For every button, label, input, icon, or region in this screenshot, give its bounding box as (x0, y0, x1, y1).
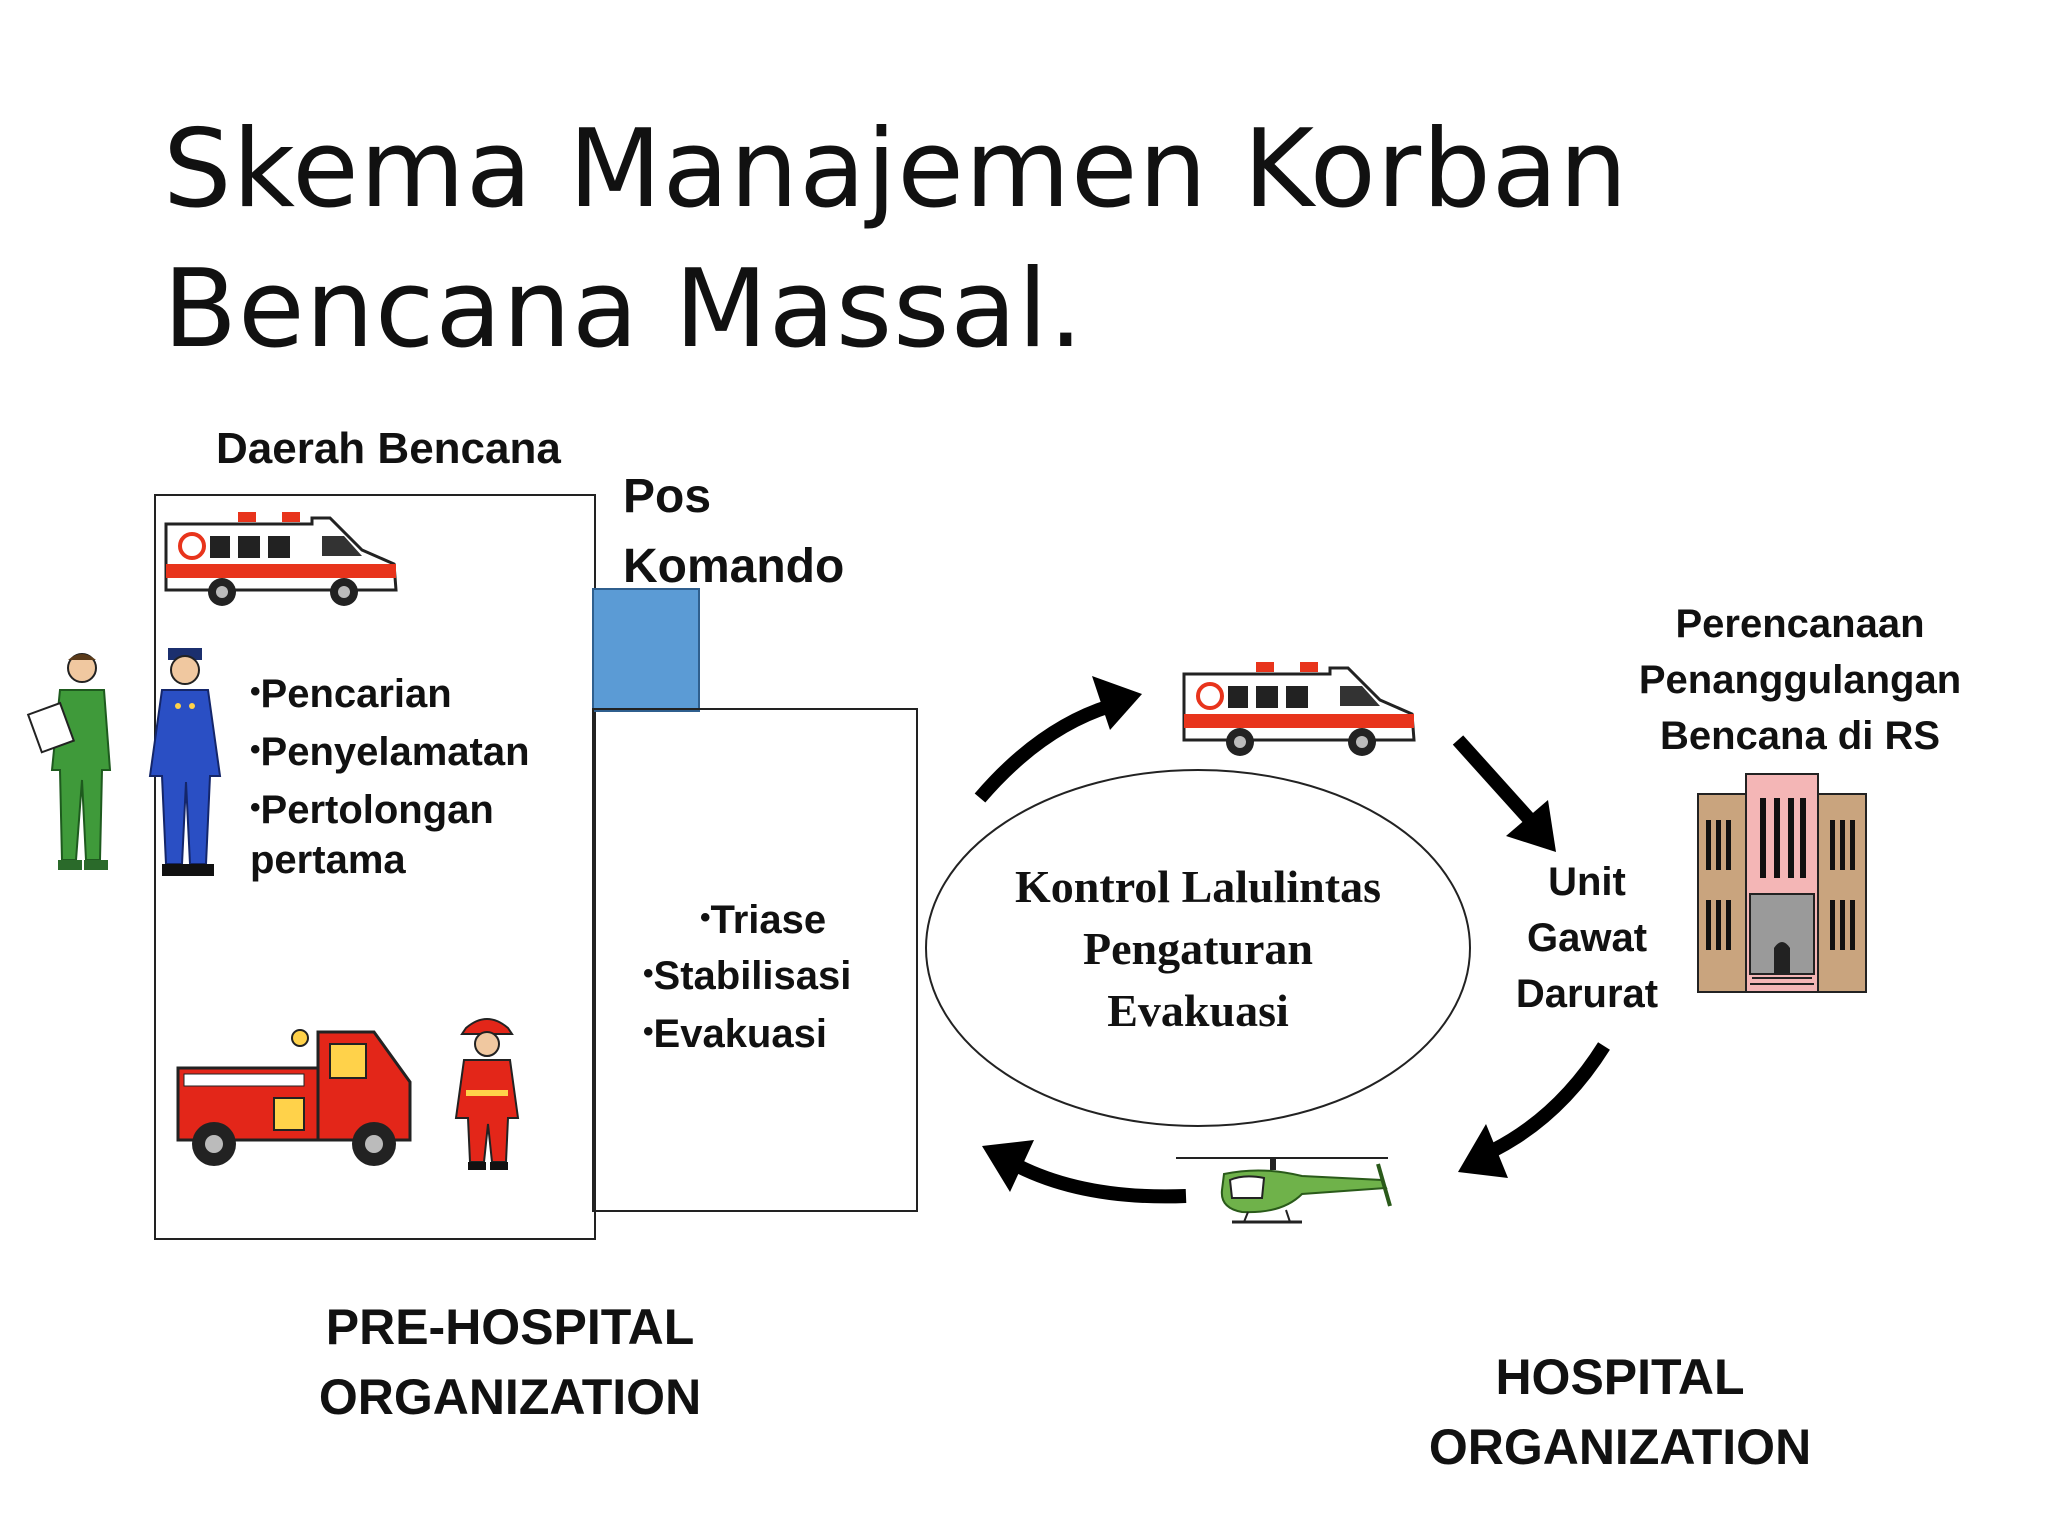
emergency-unit-line-2: Gawat (1526, 916, 1648, 960)
arrow-to-helicopter (1458, 1042, 1610, 1178)
traffic-control-line-3: Evakuasi (1107, 985, 1289, 1036)
ambulance-icon (164, 512, 398, 606)
command-post-bullet-triase: Triase (700, 890, 827, 948)
command-post-bullets: Stabilisasi Evakuasi (643, 946, 852, 1062)
police-officer-icon (148, 648, 222, 876)
bullet-stabilisasi: Stabilisasi (643, 946, 852, 1004)
command-post-box (592, 708, 918, 1212)
command-post-label-line-2: Komando (623, 540, 845, 593)
command-post-square (592, 588, 700, 712)
arrow-to-ambulance (974, 676, 1142, 803)
hospital-plan-line-1: Perencanaan (1675, 602, 1925, 646)
emergency-unit-label: Unit Gawat Darurat (1492, 854, 1682, 1022)
bullet-evakuasi: Evakuasi (643, 1004, 851, 1062)
arrow-to-command-post (982, 1140, 1187, 1204)
helicopter-icon (1176, 1157, 1392, 1224)
pre-hospital-label: PRE-HOSPITAL ORGANIZATION (300, 1292, 720, 1432)
title-line-1: Skema Manajemen Korban (163, 107, 1629, 232)
emergency-unit-line-3: Darurat (1515, 972, 1659, 1016)
command-post-label: Pos Komando (623, 462, 844, 602)
bullet-pencarian: Pencarian (250, 664, 530, 722)
ambulance-icon (1182, 662, 1416, 756)
bullet-continuation: pertama (250, 838, 406, 882)
pre-hospital-line-2: ORGANIZATION (318, 1369, 702, 1425)
traffic-control-line-1: Kontrol Lalulintas (1015, 861, 1381, 912)
traffic-control-ellipse (925, 769, 1471, 1127)
hospital-plan-line-3: Bencana di RS (1659, 714, 1941, 758)
arrow-to-emergency-unit (1452, 735, 1556, 852)
traffic-control-line-2: Pengaturan (1083, 923, 1313, 974)
hospital-plan-label: Perencanaan Penanggulangan Bencana di RS (1610, 596, 1990, 764)
firefighter-icon (454, 1018, 520, 1170)
disaster-area-bullets: Pencarian Penyelamatan Pertolongan (250, 664, 530, 838)
bullet-penyelamatan: Penyelamatan (250, 722, 530, 780)
traffic-control-text: Kontrol Lalulintas Pengaturan Evakuasi (926, 856, 1470, 1042)
bullet-triase: Triase (700, 890, 827, 948)
paramedic-icon (26, 653, 112, 870)
disaster-area-box (154, 494, 596, 1240)
command-post-label-line-1: Pos (623, 470, 712, 523)
page-title: Skema Manajemen Korban Bencana Massal. (163, 100, 1628, 380)
title-line-2: Bencana Massal. (163, 247, 1084, 372)
hospital-building-icon (1697, 773, 1867, 993)
bullet-pertolongan: Pertolongan (250, 780, 530, 838)
disaster-area-label: Daerah Bencana (216, 424, 561, 473)
pre-hospital-line-1: PRE-HOSPITAL (325, 1299, 695, 1355)
hospital-organization-label: HOSPITAL ORGANIZATION (1428, 1349, 1812, 1475)
hospital-plan-line-2: Penanggulangan (1638, 658, 1962, 702)
fire-truck-icon (176, 1029, 412, 1166)
emergency-unit-line-1: Unit (1548, 860, 1626, 904)
